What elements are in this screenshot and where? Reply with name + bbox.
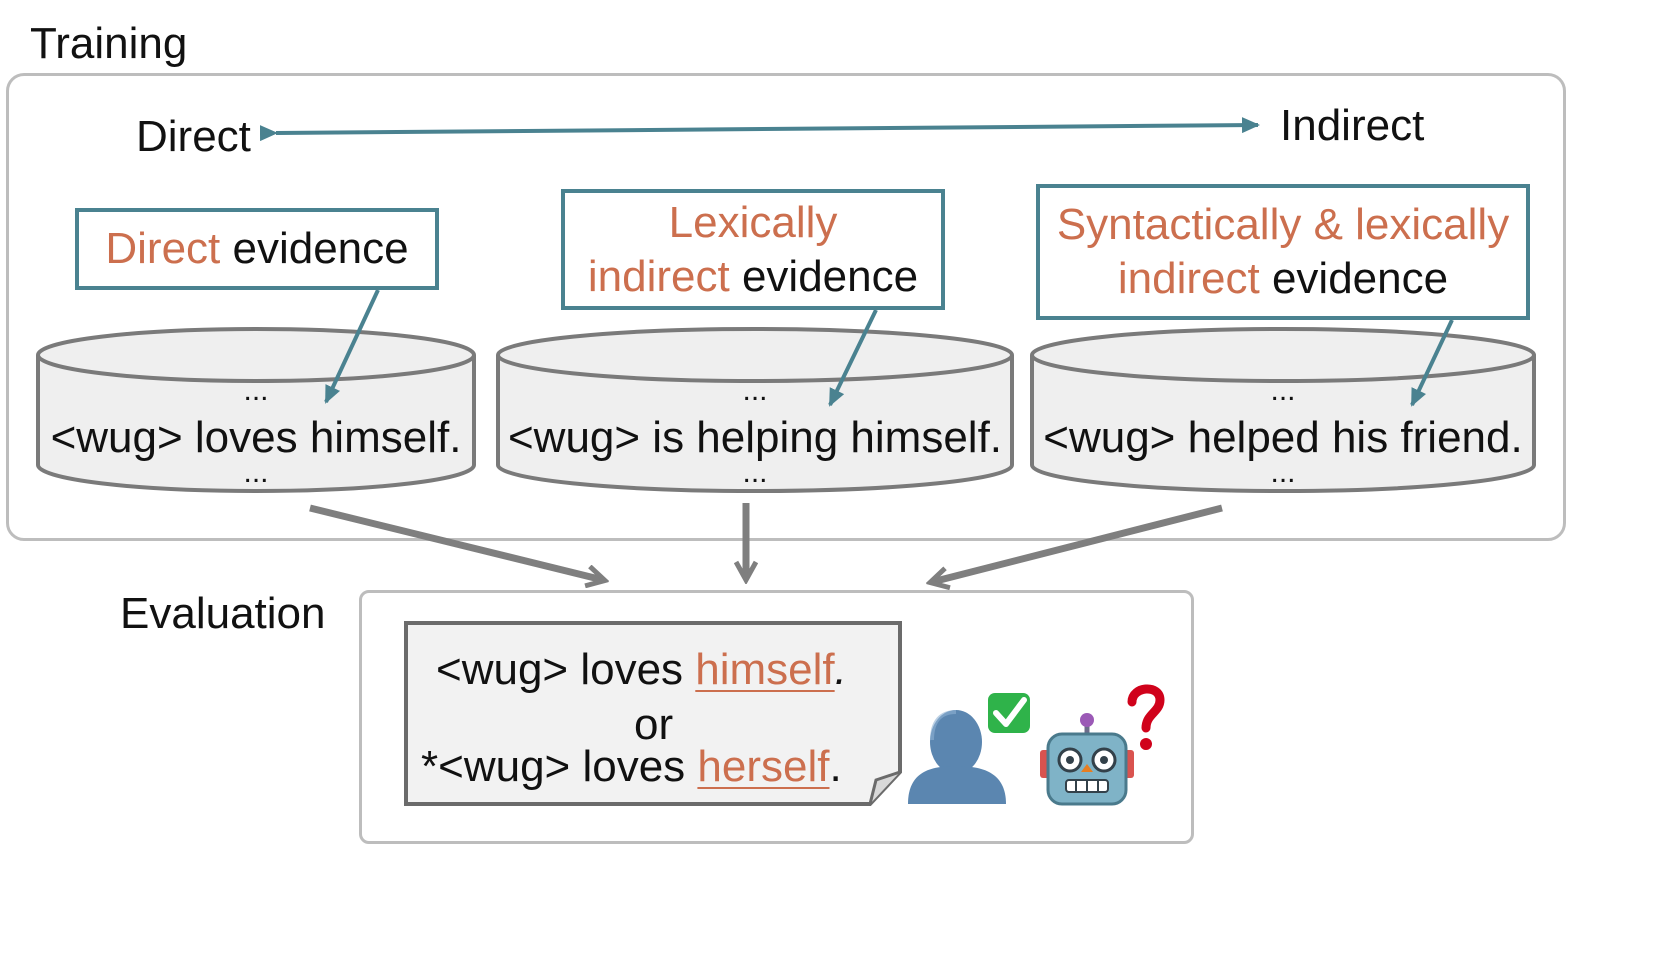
evidence-accent: Direct xyxy=(105,224,221,274)
corpus-cylinder-3 xyxy=(1030,327,1536,493)
corpus-sentence: <wug> is helping himself. xyxy=(507,413,1003,462)
evidence-box-direct-line1: Direct evidence xyxy=(105,222,408,276)
eval-sentence-period: . xyxy=(834,645,847,694)
evidence-plain: evidence xyxy=(220,224,409,274)
eval-sentence-period: . xyxy=(829,742,842,791)
corpus-ellipsis-top: ... xyxy=(243,374,269,407)
axis-label-direct: Direct xyxy=(136,112,251,161)
evidence-accent: indirect xyxy=(587,251,730,301)
training-title: Training xyxy=(30,19,188,68)
evaluation-title: Evaluation xyxy=(120,589,326,638)
evidence-box-direct: Direct evidence xyxy=(75,208,439,290)
corpus-ellipsis-bottom: ... xyxy=(243,456,269,489)
evidence-accent: indirect xyxy=(1117,254,1260,303)
eval-target-himself: himself xyxy=(695,645,835,694)
evaluation-panel xyxy=(359,590,1194,844)
evidence-box-syntactic-line1: Syntactically & lexically xyxy=(1057,198,1509,252)
white-check-mark-icon xyxy=(988,693,1030,733)
red-question-mark-icon xyxy=(1127,684,1165,750)
eval-sentence-prefix: <wug> loves xyxy=(436,645,696,694)
evidence-arrow-1 xyxy=(324,289,380,404)
evidence-box-syntactically-lexically-indirect: Syntactically & lexically indirect evide… xyxy=(1036,184,1530,320)
evidence-arrow-2 xyxy=(828,309,878,407)
corpus-ellipsis-bottom: ... xyxy=(742,456,768,489)
axis-label-indirect: Indirect xyxy=(1280,101,1425,150)
direct-indirect-axis-arrow xyxy=(259,117,1260,142)
evidence-box-lexical-line2: indirect evidence xyxy=(588,250,918,304)
eval-note-fold xyxy=(868,770,901,805)
evidence-accent: Lexically xyxy=(668,197,838,247)
corpus-sentence: <wug> loves himself. xyxy=(50,413,462,462)
bust-in-silhouette-icon xyxy=(908,710,1006,804)
evidence-box-lexically-indirect: Lexically indirect evidence xyxy=(561,189,945,310)
corpus-3: ... <wug> helped his friend. ... xyxy=(1032,340,1534,500)
eval-sentence-grammatical: <wug> loves himself. xyxy=(436,648,847,692)
evidence-box-syntactic-line2: indirect evidence xyxy=(1118,252,1448,306)
corpus-sentence: <wug> helped his friend. xyxy=(1043,413,1523,462)
evidence-plain: evidence xyxy=(729,251,919,301)
robot-face-icon xyxy=(1040,713,1134,806)
corpus-ellipsis-top: ... xyxy=(1270,374,1296,407)
evidence-box-lexical-line1: Lexically xyxy=(669,196,838,250)
eval-sentence-prefix: *<wug> loves xyxy=(421,742,698,791)
evidence-accent: Syntactically & lexically xyxy=(1056,200,1510,250)
corpus-cylinder-2 xyxy=(496,327,1014,493)
corpus-2: ... <wug> is helping himself. ... xyxy=(498,340,1012,500)
corpus-1: ... <wug> loves himself. ... xyxy=(38,340,474,500)
corpus-ellipsis-top: ... xyxy=(742,374,768,407)
train-to-eval-arrow-3 xyxy=(932,504,1223,582)
eval-sentence-ungrammatical: *<wug> loves herself. xyxy=(421,745,842,789)
corpus-ellipsis-bottom: ... xyxy=(1270,456,1296,489)
evidence-plain: evidence xyxy=(1259,254,1449,303)
eval-target-herself: herself xyxy=(697,742,830,791)
train-to-eval-arrow-1 xyxy=(309,504,603,580)
training-panel xyxy=(6,73,1566,541)
evidence-arrow-3 xyxy=(1410,319,1454,407)
corpus-cylinder-1 xyxy=(36,327,476,493)
eval-connector-or: or xyxy=(634,700,674,749)
